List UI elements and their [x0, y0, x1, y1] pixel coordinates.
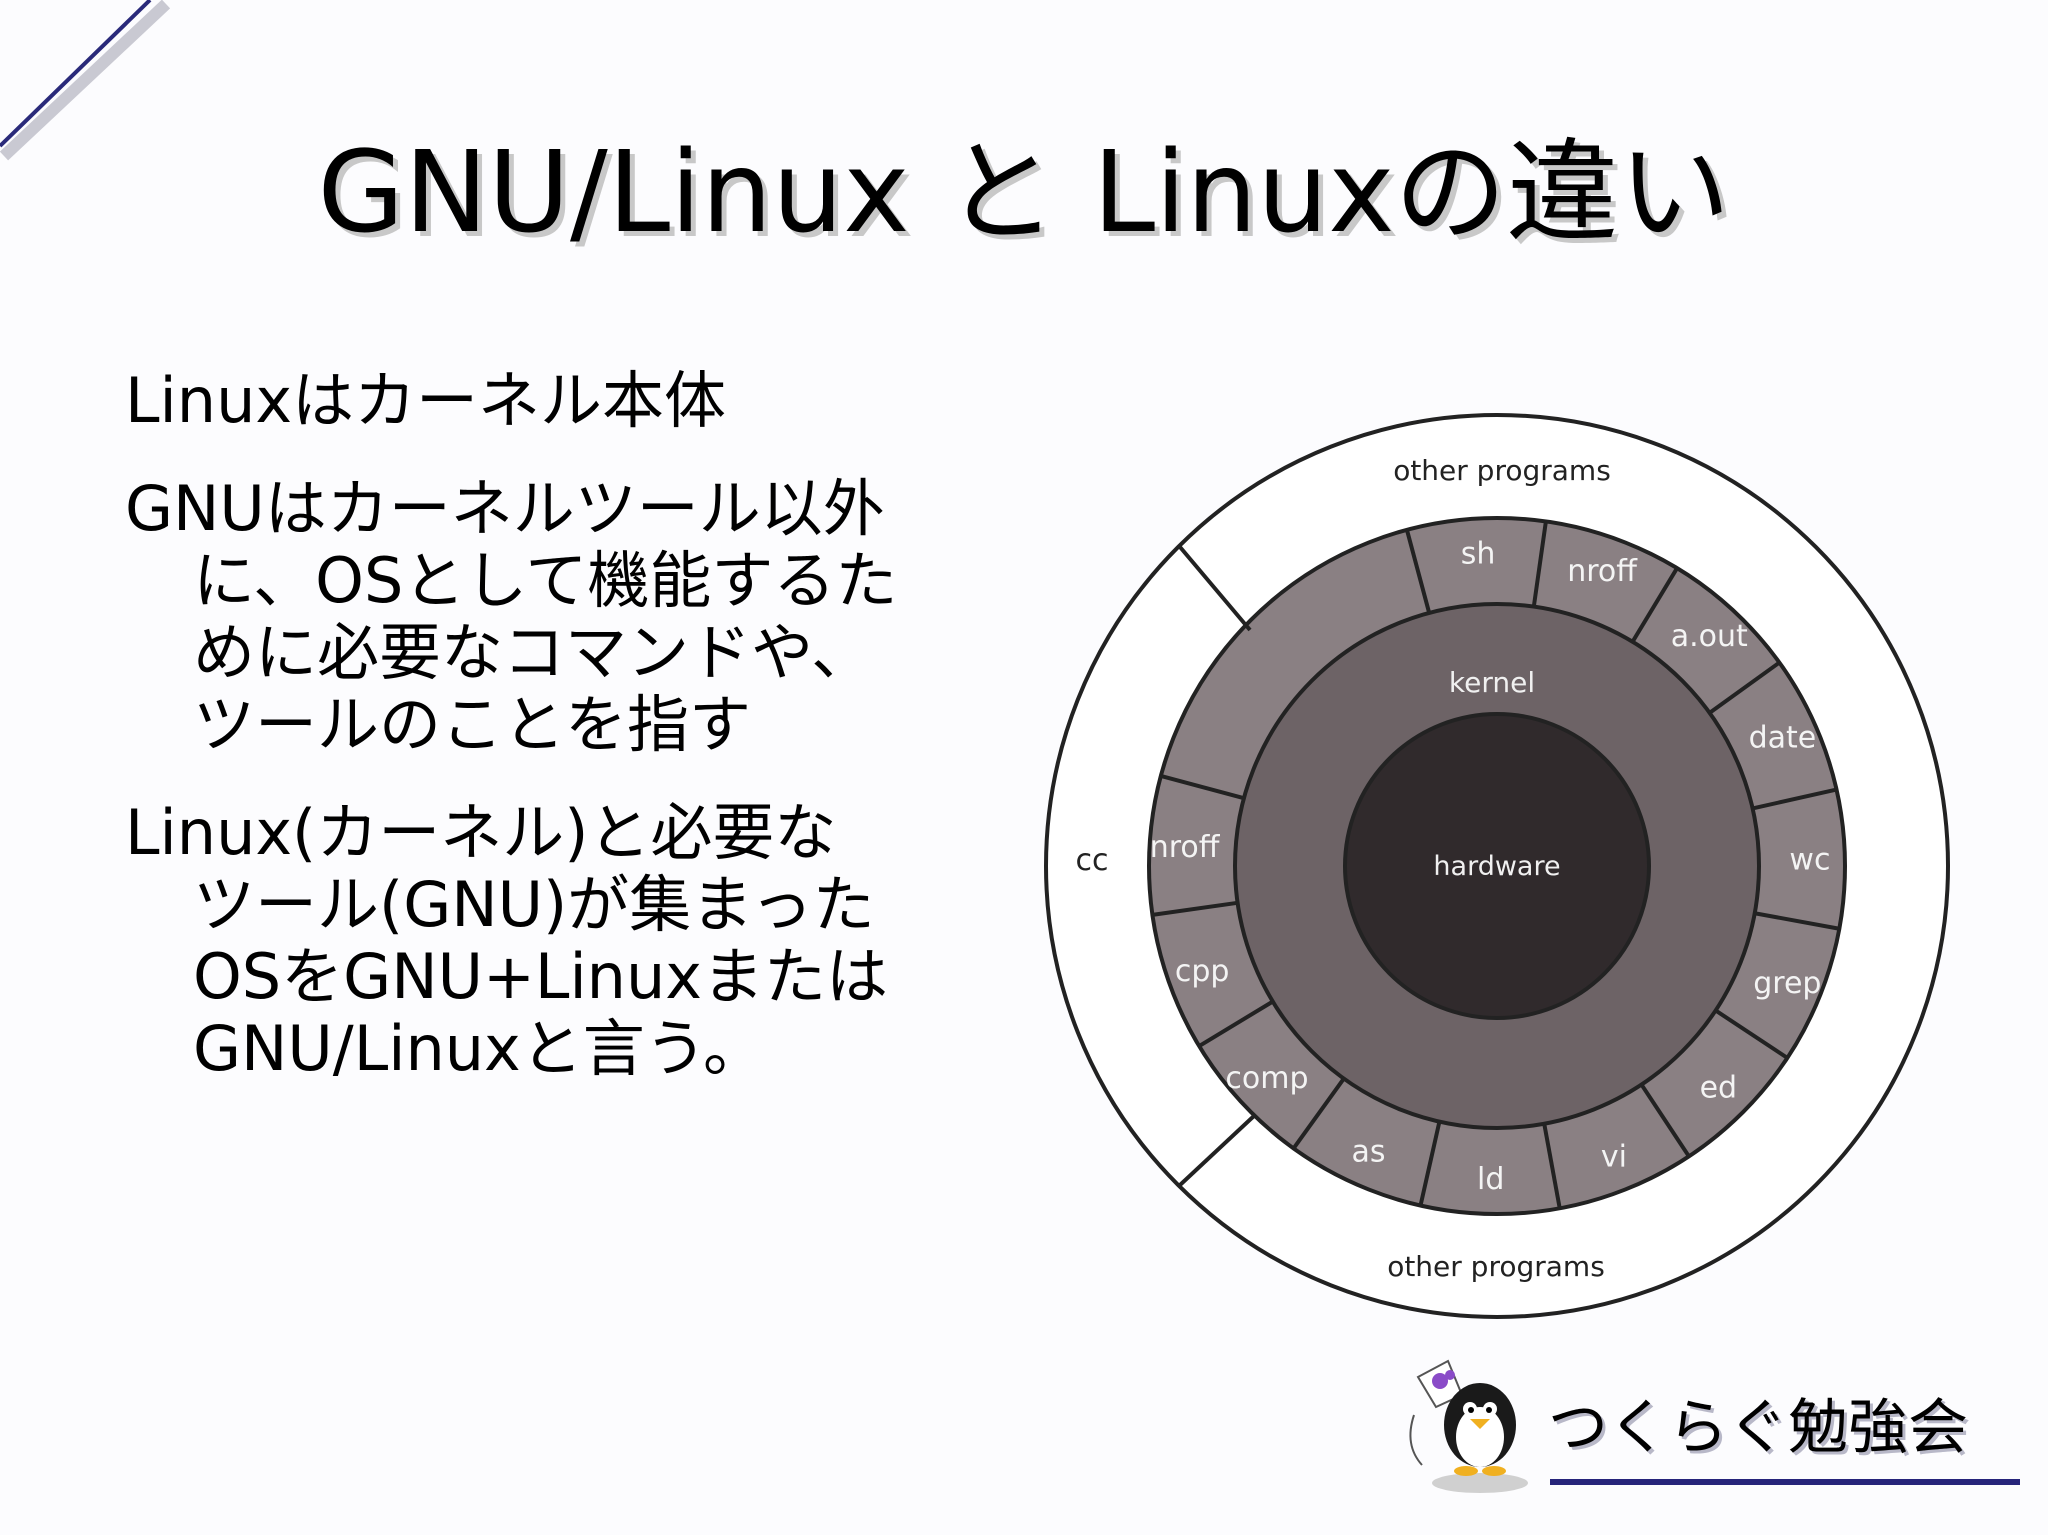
penguin-mascot-icon	[1409, 1359, 1528, 1493]
program-segment-divider	[1754, 911, 1840, 931]
program-label: sh	[1461, 537, 1496, 572]
program-label: ld	[1477, 1162, 1504, 1197]
hardware-core	[1343, 712, 1651, 1020]
program-label: as	[1352, 1134, 1386, 1169]
program-segment-divider	[1291, 1077, 1346, 1150]
bullet-line: めに必要なコマンドや、	[193, 616, 874, 689]
other-programs-top-label: other programs	[1393, 454, 1611, 487]
os-layer-diagram: kernel hardware other programs other pro…	[1044, 413, 1950, 1319]
program-segment-divider	[1531, 521, 1548, 607]
corner-decoration-line	[0, 0, 171, 161]
program-segment-divider	[1152, 900, 1238, 917]
bullet-line: GNUはカーネルツール以外	[125, 472, 885, 545]
outer-divider-upper	[1178, 545, 1252, 632]
program-segment-divider	[1708, 660, 1781, 715]
program-label: vi	[1601, 1139, 1627, 1174]
logo: つくらぐ勉強会	[1400, 1355, 2030, 1505]
bullet-line: GNU/Linuxと言う。	[193, 1012, 766, 1085]
program-label: date	[1749, 721, 1817, 756]
other-programs-bottom-label: other programs	[1387, 1250, 1605, 1283]
bullet-line: Linux(カーネル)と必要な	[125, 796, 837, 869]
logo-underline	[1550, 1479, 2020, 1485]
bullet-line: に、OSとして機能するた	[193, 544, 898, 617]
bullet-line: ツールのことを指す	[193, 688, 752, 761]
program-segment-divider	[1542, 1123, 1562, 1209]
program-segment-divider	[1198, 999, 1274, 1048]
program-label: a.out	[1671, 619, 1748, 654]
program-label: wc	[1789, 843, 1830, 878]
bullet-item: GNUはカーネルツール以外 に、OSとして機能するた めに必要なコマンドや、 ツ…	[125, 473, 985, 761]
bullet-line: Linuxはカーネル本体	[125, 364, 727, 437]
program-segment-divider	[1418, 1121, 1442, 1206]
bullet-item: Linux(カーネル)と必要な ツール(GNU)が集まった OSをGNU+Lin…	[125, 797, 985, 1085]
program-segment-divider	[1630, 567, 1679, 643]
cc-label: cc	[1076, 843, 1109, 878]
kernel-label: kernel	[1449, 666, 1535, 699]
program-label: ed	[1700, 1070, 1738, 1105]
bullet-line: ツール(GNU)が集まった	[193, 868, 875, 941]
outer-divider-lower	[1178, 1113, 1257, 1187]
program-label: nroff	[1150, 830, 1221, 865]
program-label: nroff	[1567, 554, 1638, 589]
program-labels: sh nroff a.out date wc grep ed vi ld as comp cpp nro…	[1150, 537, 1831, 1197]
program-label: comp	[1225, 1061, 1308, 1096]
program-segment-divider	[1160, 773, 1245, 801]
bullet-item: Linuxはカーネル本体	[125, 365, 985, 437]
bullet-line: OSをGNU+Linuxまたは	[193, 940, 888, 1013]
hardware-label: hardware	[1433, 851, 1560, 882]
slide-title: GNU/Linux と Linuxの違い	[317, 128, 1731, 258]
logo-text: つくらぐ勉強会	[1548, 1393, 1968, 1463]
program-segment-divider	[1752, 787, 1837, 811]
program-segment-divider	[1404, 529, 1432, 614]
program-label: cpp	[1175, 954, 1230, 989]
program-label: grep	[1753, 966, 1821, 1001]
bullet-list: Linuxはカーネル本体 GNUはカーネルツール以外 に、OSとして機能するた …	[125, 365, 985, 1121]
program-segment-divider	[1714, 1008, 1789, 1060]
program-segment-divider	[1639, 1083, 1691, 1158]
